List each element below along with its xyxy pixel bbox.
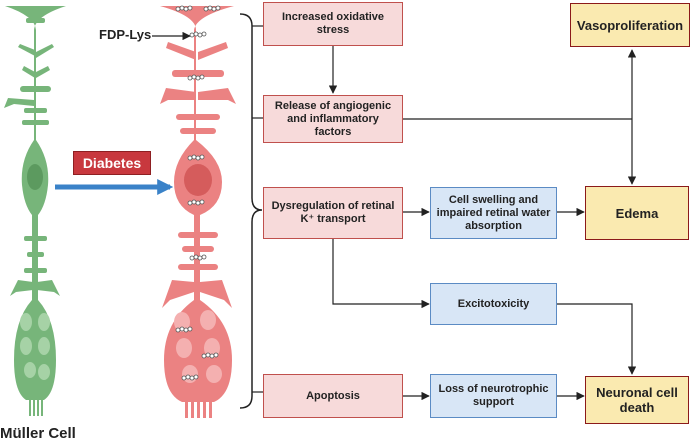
muller-cell-diabetic <box>160 6 236 418</box>
oxidative-stress-box: Increased oxidative stress <box>263 2 403 46</box>
brace <box>239 13 263 409</box>
vasoproliferation-box: Vasoproliferation <box>570 3 690 47</box>
edema-box: Edema <box>585 186 689 240</box>
neurotrophic-loss-box: Loss of neurotrophic support <box>430 374 557 418</box>
connectors <box>328 46 637 401</box>
neuronal-death-box: Neuronal cell death <box>585 376 689 424</box>
cell-swelling-box: Cell swelling and impaired retinal water… <box>430 187 557 239</box>
healthy-cell-nucleus <box>27 164 43 190</box>
k-transport-box: Dysregulation of retinal K⁺ transport <box>263 187 403 239</box>
diabetes-badge: Diabetes <box>73 151 151 175</box>
fdp-lys-label: FDP-Lys <box>99 27 152 42</box>
muller-cell-label: Müller Cell <box>0 425 76 442</box>
apoptosis-box: Apoptosis <box>263 374 403 418</box>
muller-cell-healthy <box>4 6 66 416</box>
fdp-lys-adducts <box>175 5 221 381</box>
angiogenic-release-box: Release of angiogenic and inflammatory f… <box>263 95 403 143</box>
brace-ticks <box>252 25 264 393</box>
excitotoxicity-box: Excitotoxicity <box>430 283 557 325</box>
diabetic-cell-nucleus <box>184 164 212 196</box>
healthy-cell-vesicles <box>20 313 50 380</box>
